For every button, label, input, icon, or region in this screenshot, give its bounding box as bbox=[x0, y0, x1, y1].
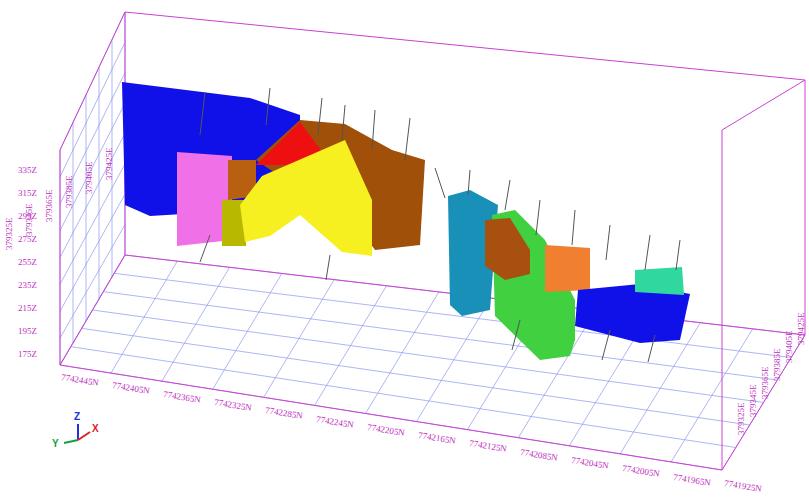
northing-label: 7742205N bbox=[366, 422, 405, 438]
box-edge bbox=[722, 80, 805, 130]
box-edge bbox=[60, 365, 722, 470]
x-axis bbox=[78, 432, 90, 440]
grid-line bbox=[60, 255, 125, 365]
northing-label: 7742125N bbox=[468, 438, 507, 454]
drillhole bbox=[326, 255, 330, 280]
northing-label: 7742365N bbox=[162, 389, 201, 405]
northing-label: 7742005N bbox=[621, 463, 660, 479]
grid-line bbox=[60, 150, 61, 365]
drillhole bbox=[200, 235, 210, 262]
drillhole bbox=[648, 335, 655, 362]
drillhole bbox=[318, 98, 322, 135]
drillhole bbox=[606, 225, 610, 260]
axis-letter: X bbox=[92, 423, 99, 434]
northing-label: 7742325N bbox=[213, 397, 252, 413]
drillhole bbox=[200, 92, 205, 135]
easting-label: 379425E bbox=[796, 313, 806, 346]
box-edge bbox=[722, 130, 723, 470]
axis-triad bbox=[64, 424, 90, 443]
elevation-label: 255Z bbox=[18, 257, 37, 267]
northing-label: 7742045N bbox=[570, 455, 609, 471]
elevation-label: 235Z bbox=[18, 280, 37, 290]
elevation-label: 195Z bbox=[18, 326, 37, 336]
northing-label: 7742445N bbox=[60, 372, 99, 388]
easting-label: 379385E bbox=[64, 176, 74, 209]
grid-line bbox=[60, 103, 125, 231]
easting-label: 379325E bbox=[736, 403, 746, 436]
easting-label: 379325E bbox=[4, 218, 14, 251]
easting-label: 379345E bbox=[748, 385, 758, 418]
grid-line bbox=[60, 12, 125, 150]
easting-label: 379385E bbox=[772, 349, 782, 382]
solid bbox=[240, 140, 372, 256]
drillhole bbox=[512, 320, 520, 350]
solid bbox=[485, 218, 530, 280]
northing-label: 7741965N bbox=[672, 472, 711, 488]
easting-label: 379425E bbox=[104, 148, 114, 181]
drillhole bbox=[342, 105, 345, 140]
northing-label: 7741925N bbox=[723, 478, 762, 494]
drillhole bbox=[536, 200, 540, 235]
northing-label: 7742405N bbox=[111, 380, 150, 396]
solid bbox=[635, 267, 684, 295]
grid-line bbox=[60, 225, 125, 339]
drillhole bbox=[435, 168, 445, 198]
drillhole bbox=[405, 118, 410, 160]
easting-label: 379365E bbox=[44, 190, 54, 223]
z-axis bbox=[77, 424, 79, 440]
grid-line bbox=[82, 328, 750, 425]
easting-label: 379365E bbox=[760, 367, 770, 400]
drillhole bbox=[676, 240, 680, 270]
box-edge bbox=[60, 255, 125, 365]
northing-label: 7742245N bbox=[315, 414, 354, 430]
elevation-label: 175Z bbox=[18, 349, 37, 359]
box-edge bbox=[805, 80, 806, 335]
grid-lines bbox=[60, 12, 805, 470]
drillhole bbox=[266, 88, 270, 125]
northing-label: 7742085N bbox=[519, 447, 558, 463]
drillhole bbox=[572, 210, 575, 245]
axis-letter: Z bbox=[74, 411, 80, 422]
y-axis bbox=[64, 440, 78, 443]
easting-label: 379345E bbox=[24, 204, 34, 237]
axis-letter: Y bbox=[52, 438, 59, 449]
drillhole bbox=[505, 180, 510, 210]
northing-label: 7742165N bbox=[417, 430, 456, 446]
drillholes bbox=[200, 88, 680, 362]
northing-label: 7742285N bbox=[264, 405, 303, 421]
ore-solids bbox=[122, 82, 690, 360]
drillhole bbox=[468, 170, 470, 195]
elevation-label: 315Z bbox=[18, 188, 37, 198]
easting-label: 379405E bbox=[784, 331, 794, 364]
elevation-label: 335Z bbox=[18, 165, 37, 175]
grid-line bbox=[60, 42, 125, 177]
box-edge bbox=[60, 12, 125, 150]
grid-line bbox=[60, 255, 125, 365]
box-edge bbox=[60, 150, 61, 365]
grid-line bbox=[60, 134, 125, 258]
drillhole bbox=[372, 110, 375, 150]
drillhole bbox=[645, 235, 650, 270]
solid bbox=[545, 245, 590, 292]
grid-line bbox=[60, 365, 722, 470]
drillhole bbox=[602, 330, 610, 360]
easting-label: 379405E bbox=[84, 162, 94, 195]
elevation-label: 215Z bbox=[18, 303, 37, 313]
box-edge bbox=[125, 12, 805, 80]
